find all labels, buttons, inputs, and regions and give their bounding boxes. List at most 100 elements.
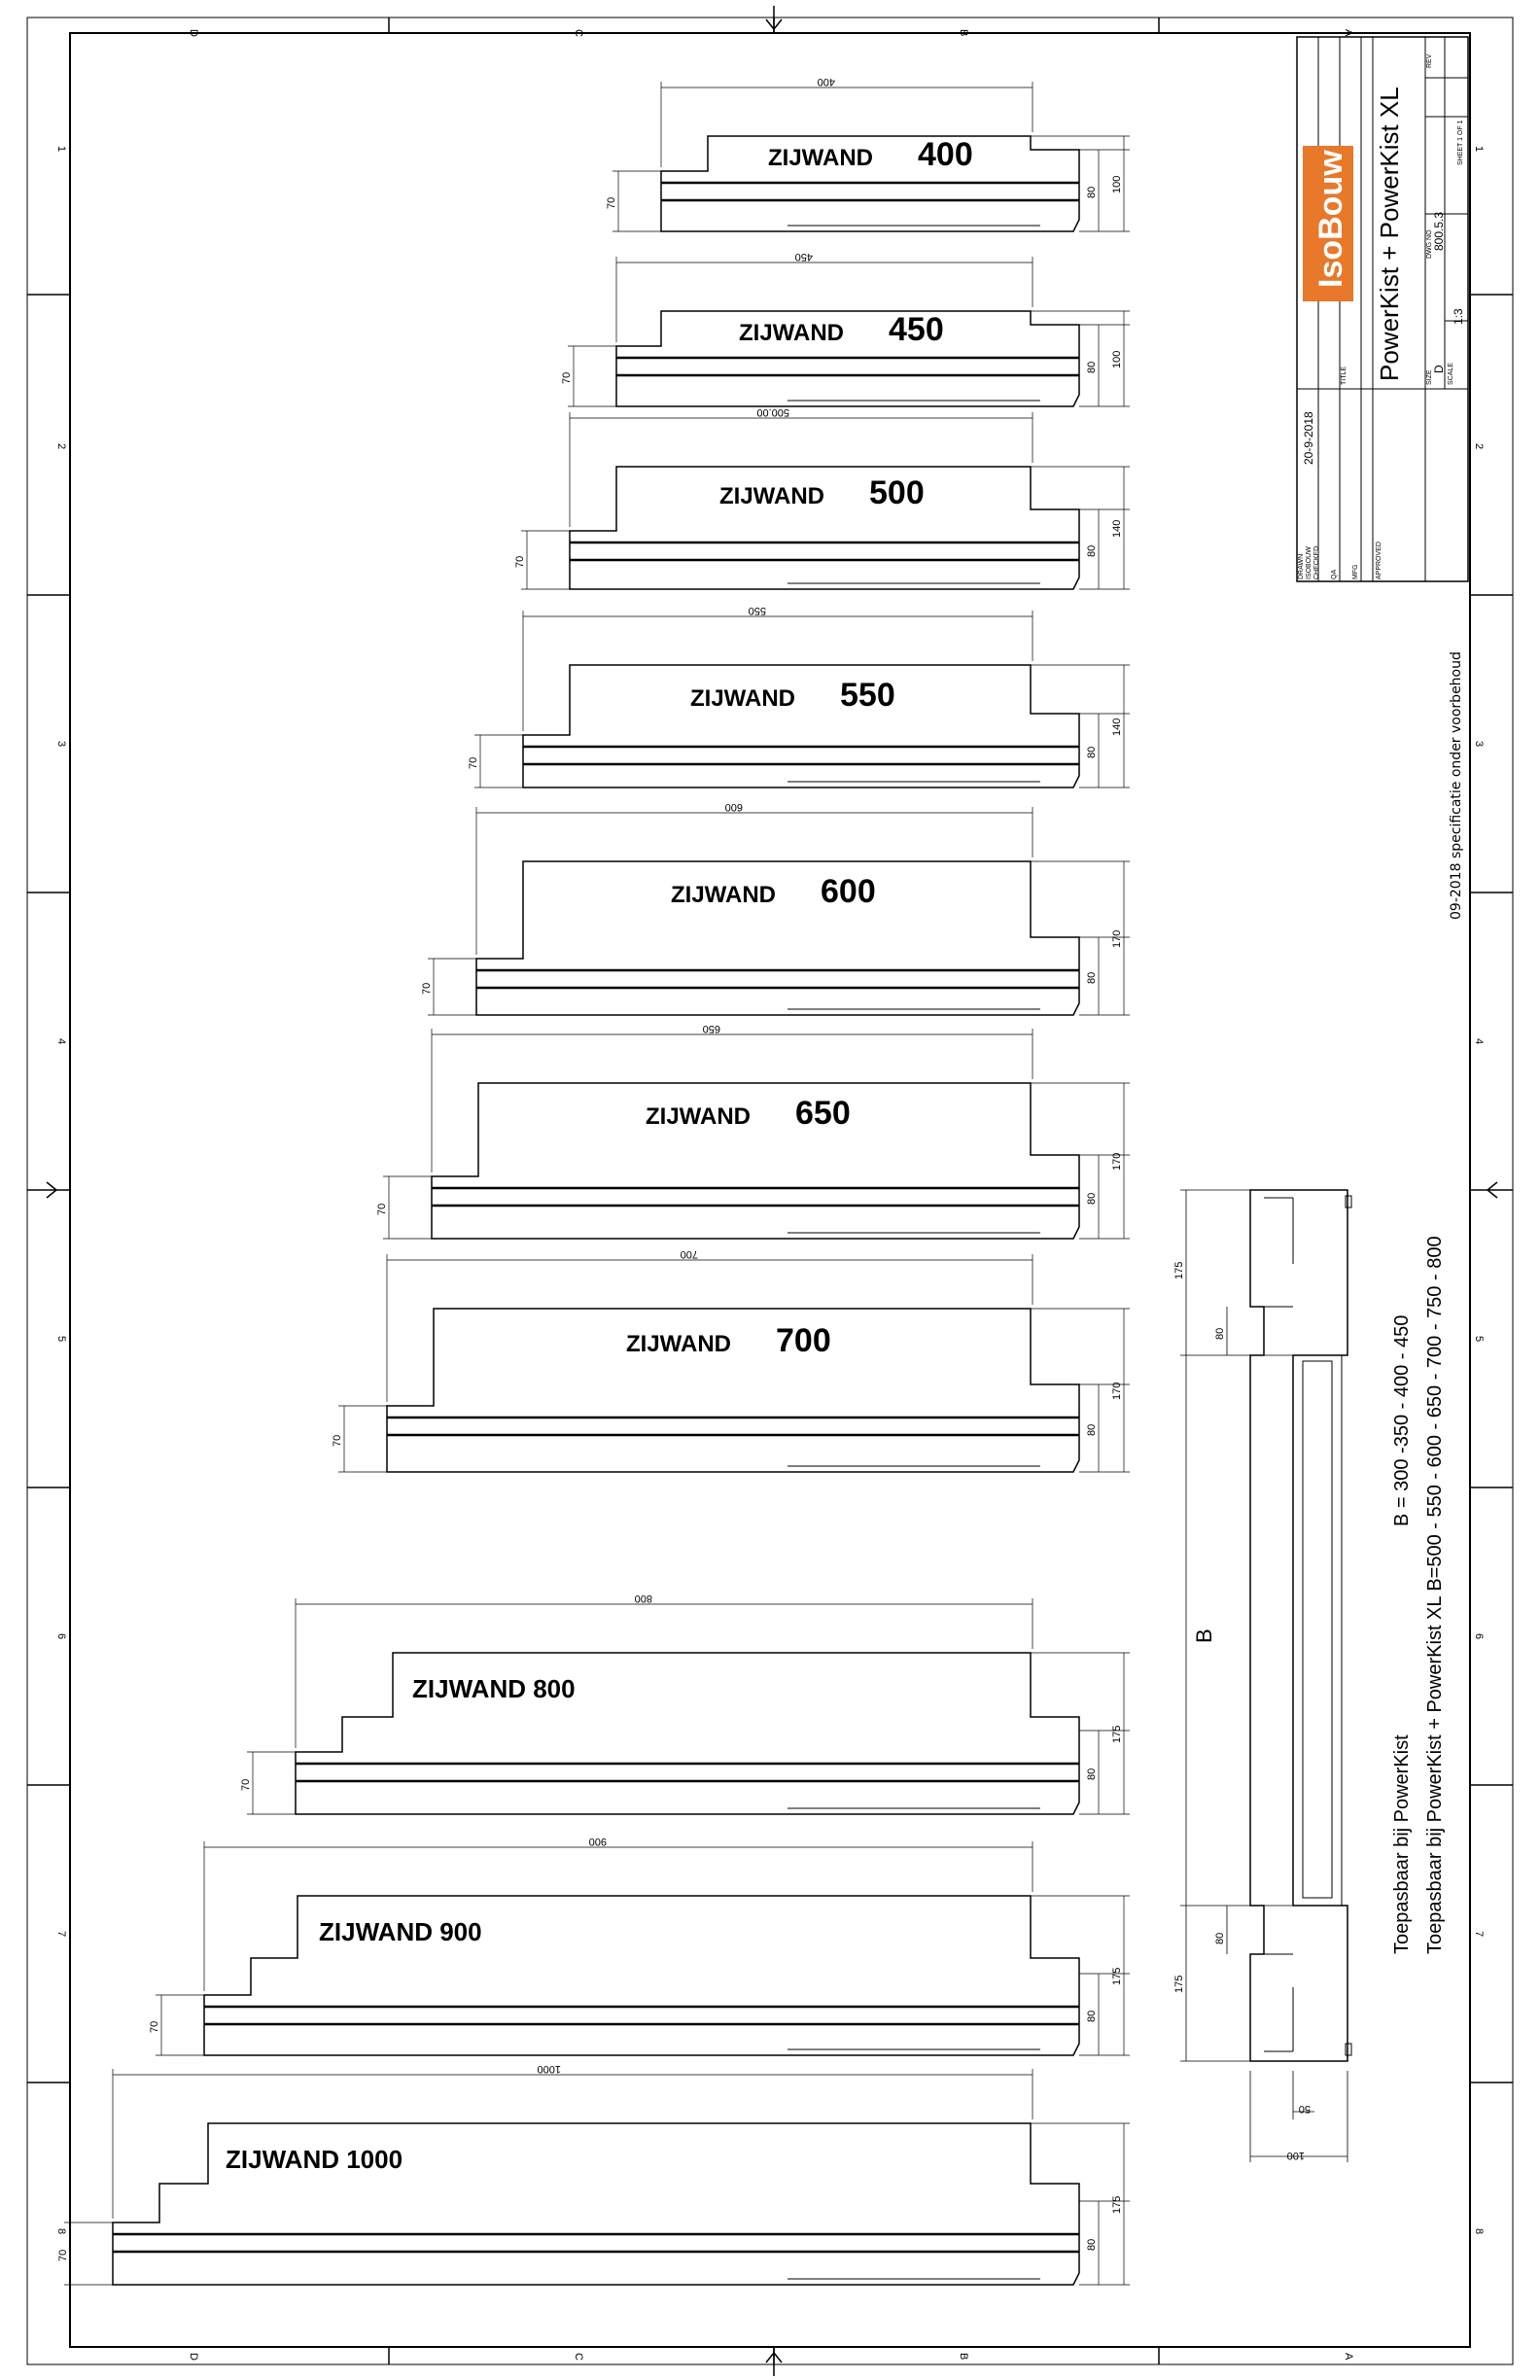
height-dim-total: 175 (1111, 2196, 1123, 2214)
height-dim-70: 70 (376, 1204, 388, 1215)
panel-size: 650 (795, 1095, 851, 1132)
field-isobouw: ISOBOUW (1306, 546, 1312, 579)
spec-note: 09-2018 specificatie onder voorbehoud (1449, 651, 1464, 920)
grid-row-right-1: 2 (1473, 443, 1485, 449)
panel-label: ZIJWAND (626, 1331, 731, 1357)
panel-1000: 1000 70 80 175 ZIJWAND 1000 (57, 2063, 1130, 2286)
panel-size: 450 (889, 311, 944, 348)
height-dim-80: 80 (1086, 362, 1098, 373)
drawn-date: 20-9-2018 (1302, 411, 1315, 465)
grid-row-left-1: 2 (55, 443, 67, 449)
panel-outline (112, 2122, 1080, 2286)
height-dim-total: 100 (1111, 351, 1123, 368)
field-mfg: MFG (1352, 564, 1359, 579)
brand-logo-box (1303, 146, 1353, 301)
side-dim-b: B (1192, 1628, 1216, 1643)
grid-col-bot-3: A (1343, 2353, 1354, 2361)
height-dim-80: 80 (1086, 972, 1098, 984)
panel-outline (295, 1652, 1080, 1815)
height-dim-70: 70 (468, 757, 479, 769)
grid-row-right-2: 3 (1473, 741, 1485, 747)
height-dim-total: 100 (1111, 176, 1123, 193)
height-dim-70: 70 (421, 983, 433, 995)
grid-labels: D C B A D C B A 1 2 3 4 5 6 7 8 1 2 3 4 … (55, 29, 1485, 2361)
height-dim-70: 70 (514, 556, 526, 568)
grid-col-top-0: D (188, 29, 199, 37)
panel-label: ZIJWAND (671, 882, 776, 908)
panel-label: ZIJWAND 800 (412, 1674, 576, 1703)
height-dim-total: 170 (1111, 1382, 1123, 1400)
panel-outline (431, 1082, 1080, 1240)
side-dim-50: 50 (1299, 2103, 1311, 2115)
height-dim-80: 80 (1086, 2239, 1098, 2251)
height-dim-70: 70 (240, 1779, 252, 1791)
rev-label: REV (1426, 53, 1433, 68)
width-dimension: 550 (749, 605, 766, 616)
grid-row-left-3: 4 (55, 1038, 67, 1044)
side-dim-80-bottom: 80 (1214, 1933, 1226, 1944)
width-dimension: 600 (725, 801, 743, 813)
height-dim-total: 170 (1111, 930, 1123, 948)
height-dim-total: 175 (1111, 1968, 1123, 1985)
field-checked: CHECKED (1313, 546, 1320, 579)
panel-label: ZIJWAND (646, 1103, 751, 1130)
grid-col-bot-0: D (188, 2353, 199, 2361)
panel-outline (569, 466, 1080, 590)
grid-row-left-4: 5 (55, 1336, 67, 1342)
scale-label: SCALE (1448, 363, 1454, 385)
grid-row-right-6: 7 (1473, 1931, 1485, 1937)
panel-size: 400 (918, 136, 973, 173)
note-line-2: Toepasbaar bij PowerKist + PowerKist XL … (1424, 1236, 1446, 1954)
height-dim-80: 80 (1086, 1424, 1098, 1436)
width-dimension: 900 (589, 1836, 607, 1847)
panel-outline (203, 1895, 1080, 2056)
grid-row-left-6: 7 (55, 1931, 67, 1937)
panel-size: 500 (869, 474, 925, 511)
zone-ticks (27, 18, 1513, 2364)
field-drawn: DRAWN (1298, 554, 1305, 579)
grid-row-right-5: 6 (1473, 1633, 1485, 1639)
panel-label: ZIJWAND (719, 483, 824, 509)
panel-label: ZIJWAND 900 (319, 1917, 482, 1946)
panel-outline (615, 310, 1080, 407)
grid-row-right-0: 1 (1473, 146, 1485, 152)
side-dim-175-top: 175 (1173, 1262, 1185, 1279)
height-dim-80: 80 (1086, 2011, 1098, 2022)
dwg-no-label: DWG NO (1426, 229, 1433, 259)
grid-col-bot-2: B (958, 2353, 969, 2360)
grid-row-right-4: 5 (1473, 1336, 1485, 1342)
title-block: IsoBouw PowerKist + PowerKist XL TITLE D… (1296, 36, 1469, 582)
sheet-label: SHEET 1 OF 1 (1457, 120, 1464, 165)
side-view-outline (1249, 1189, 1348, 2062)
width-dimension: 1000 (538, 2063, 561, 2075)
height-dim-70: 70 (332, 1435, 343, 1447)
grid-col-bot-1: C (573, 2353, 584, 2361)
panel-outline (660, 135, 1080, 232)
height-dim-70: 70 (561, 372, 573, 384)
side-dim-100: 100 (1287, 2150, 1305, 2161)
height-dim-80: 80 (1086, 545, 1098, 557)
note-line-1-right: B = 300 -350 - 400 - 450 (1391, 1315, 1413, 1526)
drawing-title: PowerKist + PowerKist XL (1375, 87, 1404, 381)
grid-row-right-3: 4 (1473, 1038, 1485, 1044)
panel-label: ZIJWAND 1000 (226, 2145, 402, 2174)
height-dim-70: 70 (57, 2250, 69, 2261)
height-dim-80: 80 (1086, 187, 1098, 198)
height-dim-70: 70 (149, 2021, 160, 2033)
grid-col-top-1: C (573, 29, 584, 37)
grid-row-left-7: 8 (55, 2228, 67, 2234)
height-dim-total: 175 (1111, 1726, 1123, 1743)
grid-col-top-2: B (958, 29, 969, 36)
size-value: D (1432, 365, 1446, 373)
panel-label: ZIJWAND (690, 685, 795, 712)
panel-label: ZIJWAND (739, 320, 844, 346)
grid-col-top-3: A (1343, 29, 1354, 37)
width-dimension: 500.00 (756, 406, 789, 418)
